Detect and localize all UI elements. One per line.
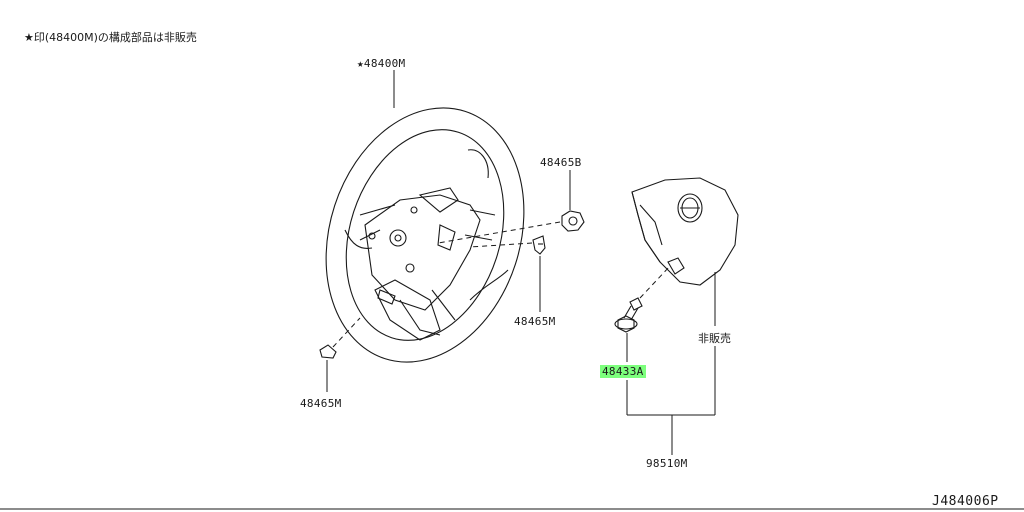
clip-left-part[interactable] xyxy=(319,344,337,359)
label-nut[interactable]: 48465B xyxy=(540,156,582,169)
label-bolt-highlight: 48433A xyxy=(600,365,646,378)
label-assembly[interactable]: 98510M xyxy=(646,457,688,470)
steering-wheel-part[interactable] xyxy=(294,82,555,388)
label-bolt[interactable]: 48433A xyxy=(600,365,646,378)
label-clip-right[interactable]: 48465M xyxy=(514,315,556,328)
nut-part[interactable] xyxy=(561,210,585,232)
clip-right-part[interactable] xyxy=(532,235,546,255)
header-note: ★印(48400M)の構成部品は非販売 xyxy=(24,31,197,44)
diagram-code: J484006P xyxy=(932,494,999,509)
label-wheel[interactable]: ★48400M xyxy=(357,57,406,70)
airbag-module-part[interactable] xyxy=(631,177,739,286)
label-clip-left[interactable]: 48465M xyxy=(300,397,342,410)
bolt-part[interactable] xyxy=(614,297,643,333)
label-not-sold: 非販売 xyxy=(698,332,731,345)
